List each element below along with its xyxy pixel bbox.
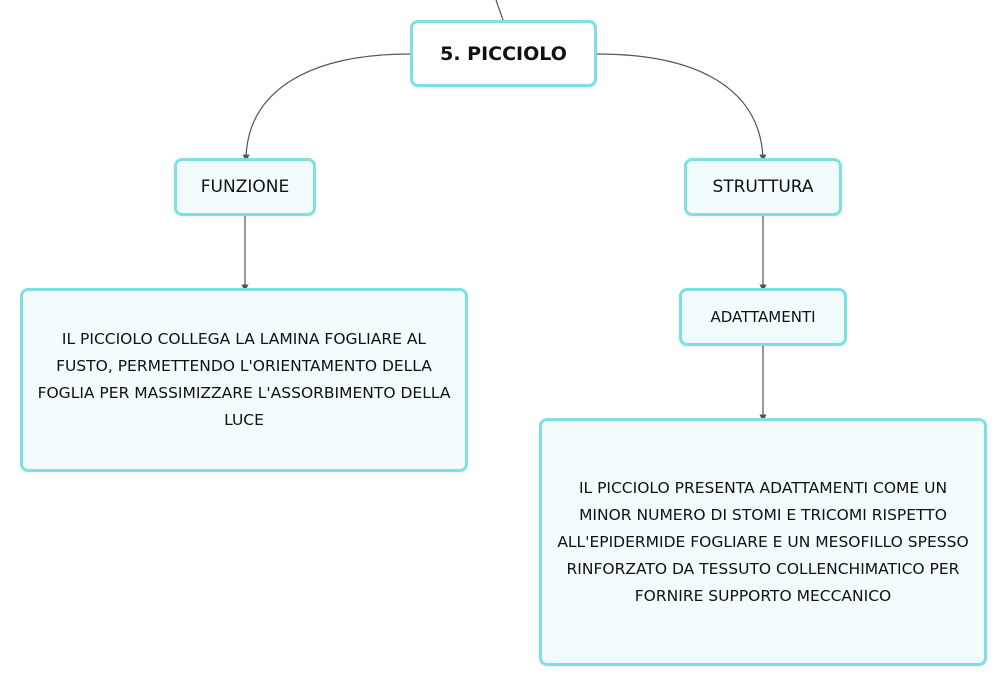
- adattamenti-label: ADATTAMENTI: [710, 308, 816, 326]
- funzione-label: FUNZIONE: [200, 177, 290, 197]
- adattamenti-description-text: IL PICCIOLO PRESENTA ADATTAMENTI COME UN…: [557, 478, 969, 605]
- funzione-description-text: IL PICCIOLO COLLEGA LA LAMINA FOGLIARE A…: [37, 330, 451, 429]
- root-topic-label: 5. PICCIOLO: [440, 42, 567, 65]
- struttura-node[interactable]: STRUTTURA: [684, 158, 842, 216]
- connector-root-to-struttura: [596, 53, 767, 162]
- struttura-label: STRUTTURA: [712, 177, 814, 197]
- funzione-node[interactable]: FUNZIONE: [174, 158, 316, 216]
- connector-parent-to-root: [495, 0, 504, 21]
- root-topic-node[interactable]: 5. PICCIOLO: [410, 20, 597, 87]
- adattamenti-description-node[interactable]: IL PICCIOLO PRESENTA ADATTAMENTI COME UN…: [539, 418, 987, 666]
- adattamenti-node[interactable]: ADATTAMENTI: [679, 288, 847, 346]
- funzione-description-node[interactable]: IL PICCIOLO COLLEGA LA LAMINA FOGLIARE A…: [20, 288, 468, 472]
- connector-root-to-funzione: [242, 53, 411, 162]
